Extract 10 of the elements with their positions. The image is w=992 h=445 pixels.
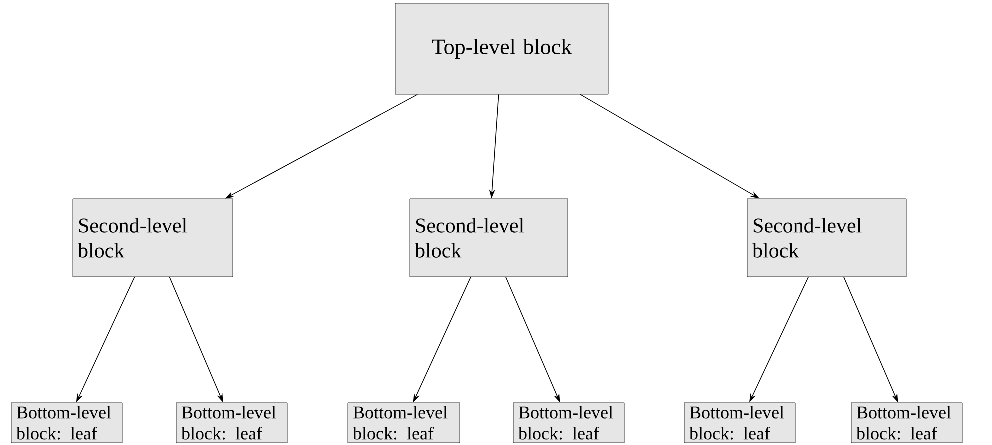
leaf-block: Bottom-level block: leaf — [684, 402, 796, 444]
second-level-block: Second-level block — [72, 198, 234, 278]
leaf-block: Bottom-level block: leaf — [348, 402, 460, 444]
leaf-block: Bottom-level block: leaf — [11, 402, 123, 444]
second-level-block: Second-level block — [410, 198, 568, 278]
leaf-block: Bottom-level block: leaf — [513, 402, 625, 444]
leaf-block: Bottom-level block: leaf — [851, 402, 963, 444]
second-level-block: Second-level block — [747, 198, 907, 278]
leaf-block: Bottom-level block: leaf — [176, 402, 288, 444]
top-block: Top-level block — [395, 3, 609, 95]
